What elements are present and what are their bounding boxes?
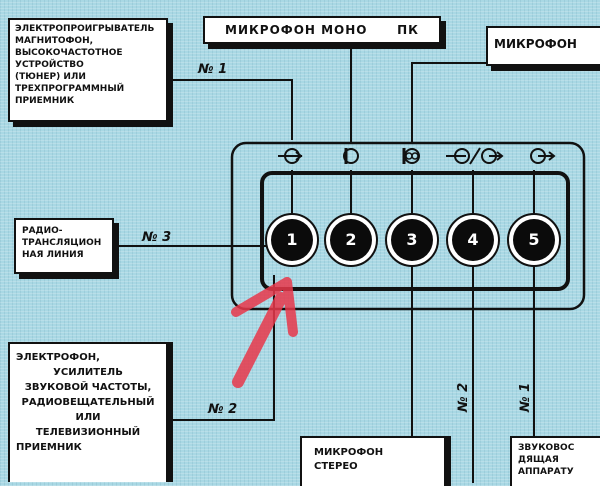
box-line: или [75, 412, 101, 423]
box-line: звуковой частоты, [24, 382, 152, 393]
microphone-icon [343, 148, 359, 164]
highlight-arrow [231, 277, 298, 388]
mic-right-label: Микрофон [494, 37, 577, 51]
socket-1 [265, 213, 319, 267]
mic-mono-label: Микрофон моно [225, 23, 368, 37]
mic-stereo-box: Микрофон стерео [300, 436, 446, 486]
mic-right-box: Микрофон [486, 26, 600, 66]
socket-3-number: 3 [406, 230, 418, 249]
input-output-icon [446, 147, 504, 165]
wire-label-n2: № 2 [208, 402, 238, 417]
wire-mic-right [411, 62, 486, 142]
wire-label-n1-vertical: № 1 [518, 382, 533, 412]
box-line: ная линия [22, 250, 84, 260]
box-line: аппарату [518, 467, 574, 477]
socket-4 [446, 213, 500, 267]
box-line: Звуковос [518, 443, 575, 453]
box-line: телевизионный [35, 427, 141, 438]
box-line: высокочастотное [15, 48, 123, 58]
box-line: (тюнер) или [15, 72, 86, 82]
box-line: Микрофон [314, 447, 384, 458]
mic-mono-box: Микрофон моно ПК [203, 16, 441, 44]
pk-label: ПК [397, 23, 419, 37]
panel-inner-frame [260, 171, 570, 291]
box-line: Электропроигрыватель [15, 24, 155, 34]
socket-2-number: 2 [345, 230, 357, 249]
output-arrow-icon [530, 148, 556, 164]
socket-2 [324, 213, 378, 267]
box-line: усилитель [53, 367, 123, 378]
box-line: Электрофон, [16, 352, 100, 363]
stereo-microphone-icon [402, 148, 420, 164]
box-line: приемник [15, 96, 75, 106]
source-devices-box: Электропроигрыватель магнитофон, высокоч… [8, 18, 168, 122]
box-line: устройство [15, 60, 84, 70]
box-line: стерео [314, 461, 358, 472]
panel-outer-frame [230, 141, 586, 311]
sound-device-box: Звуковос дящая аппарату [510, 436, 600, 486]
box-line: дящая [518, 455, 559, 465]
box-line: трансляцион [22, 238, 102, 248]
box-line: магнитофон, [15, 36, 94, 46]
wire-label-n3: № 3 [142, 230, 172, 245]
box-line: радиовещательный [21, 397, 155, 408]
socket-5 [507, 213, 561, 267]
radio-line-box: Радио- трансляцион ная линия [14, 218, 114, 274]
wire-label-n2-vertical: № 2 [456, 382, 471, 412]
input-arrow-icon [278, 148, 303, 164]
socket-4-number: 4 [467, 230, 479, 249]
wire-label-n1: № 1 [198, 62, 228, 77]
box-line: трехпрограммный [15, 84, 125, 94]
box-line: Радио- [22, 226, 63, 236]
electrophone-box: Электрофон, усилитель звуковой частоты, … [8, 342, 168, 482]
wire-n1-top [168, 79, 293, 140]
socket-1-number: 1 [286, 230, 298, 249]
socket-3 [385, 213, 439, 267]
box-line: приемник [16, 442, 82, 453]
socket-5-number: 5 [528, 230, 540, 249]
